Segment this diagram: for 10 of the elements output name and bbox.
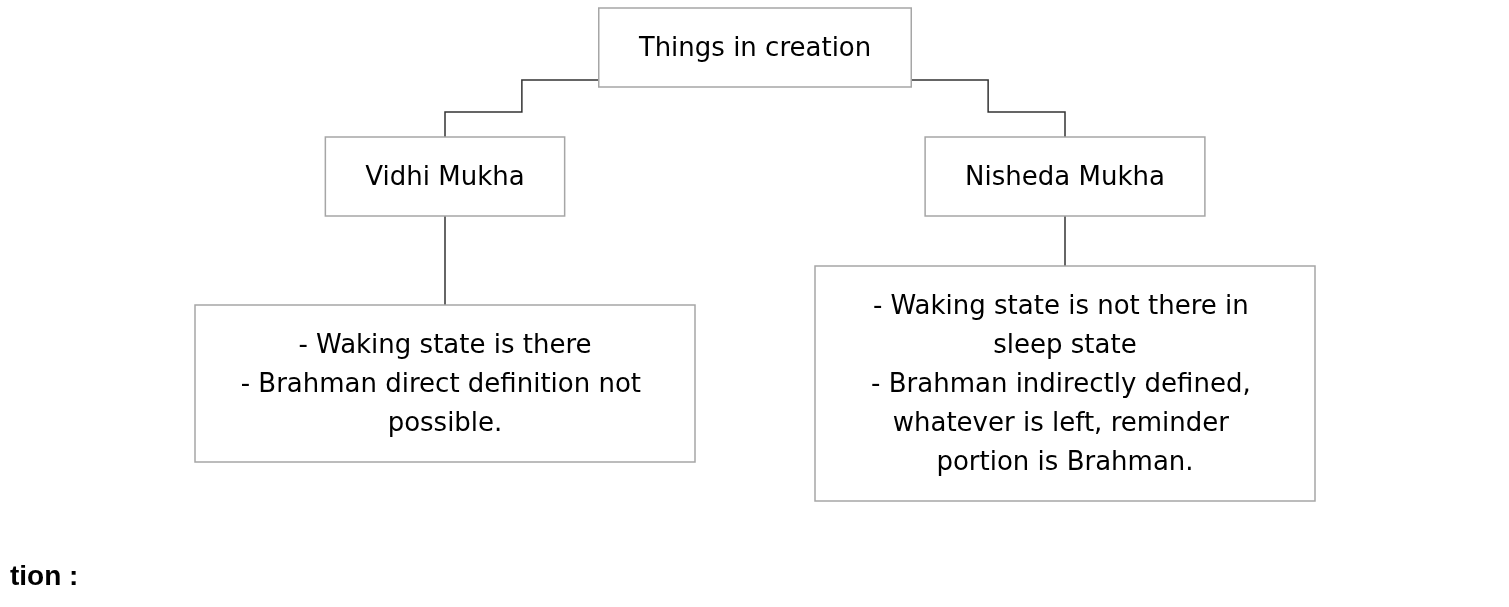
node-box: Nisheda Mukha [923,136,1206,217]
connector [910,79,1066,138]
note-text: tion : [10,560,79,592]
node-box: Vidhi Mukha [324,136,565,217]
node-box: - Waking state is not there in sleep state - Brahman indirectly defined, whatever is left, reminder portion is Brahman. [813,265,1316,502]
connector [443,215,446,306]
node-box: - Waking state is there - Brahman direct definition not possible. [193,304,696,463]
connector [443,79,599,138]
node-box: Things in creation [597,7,912,88]
connector [1063,215,1066,267]
